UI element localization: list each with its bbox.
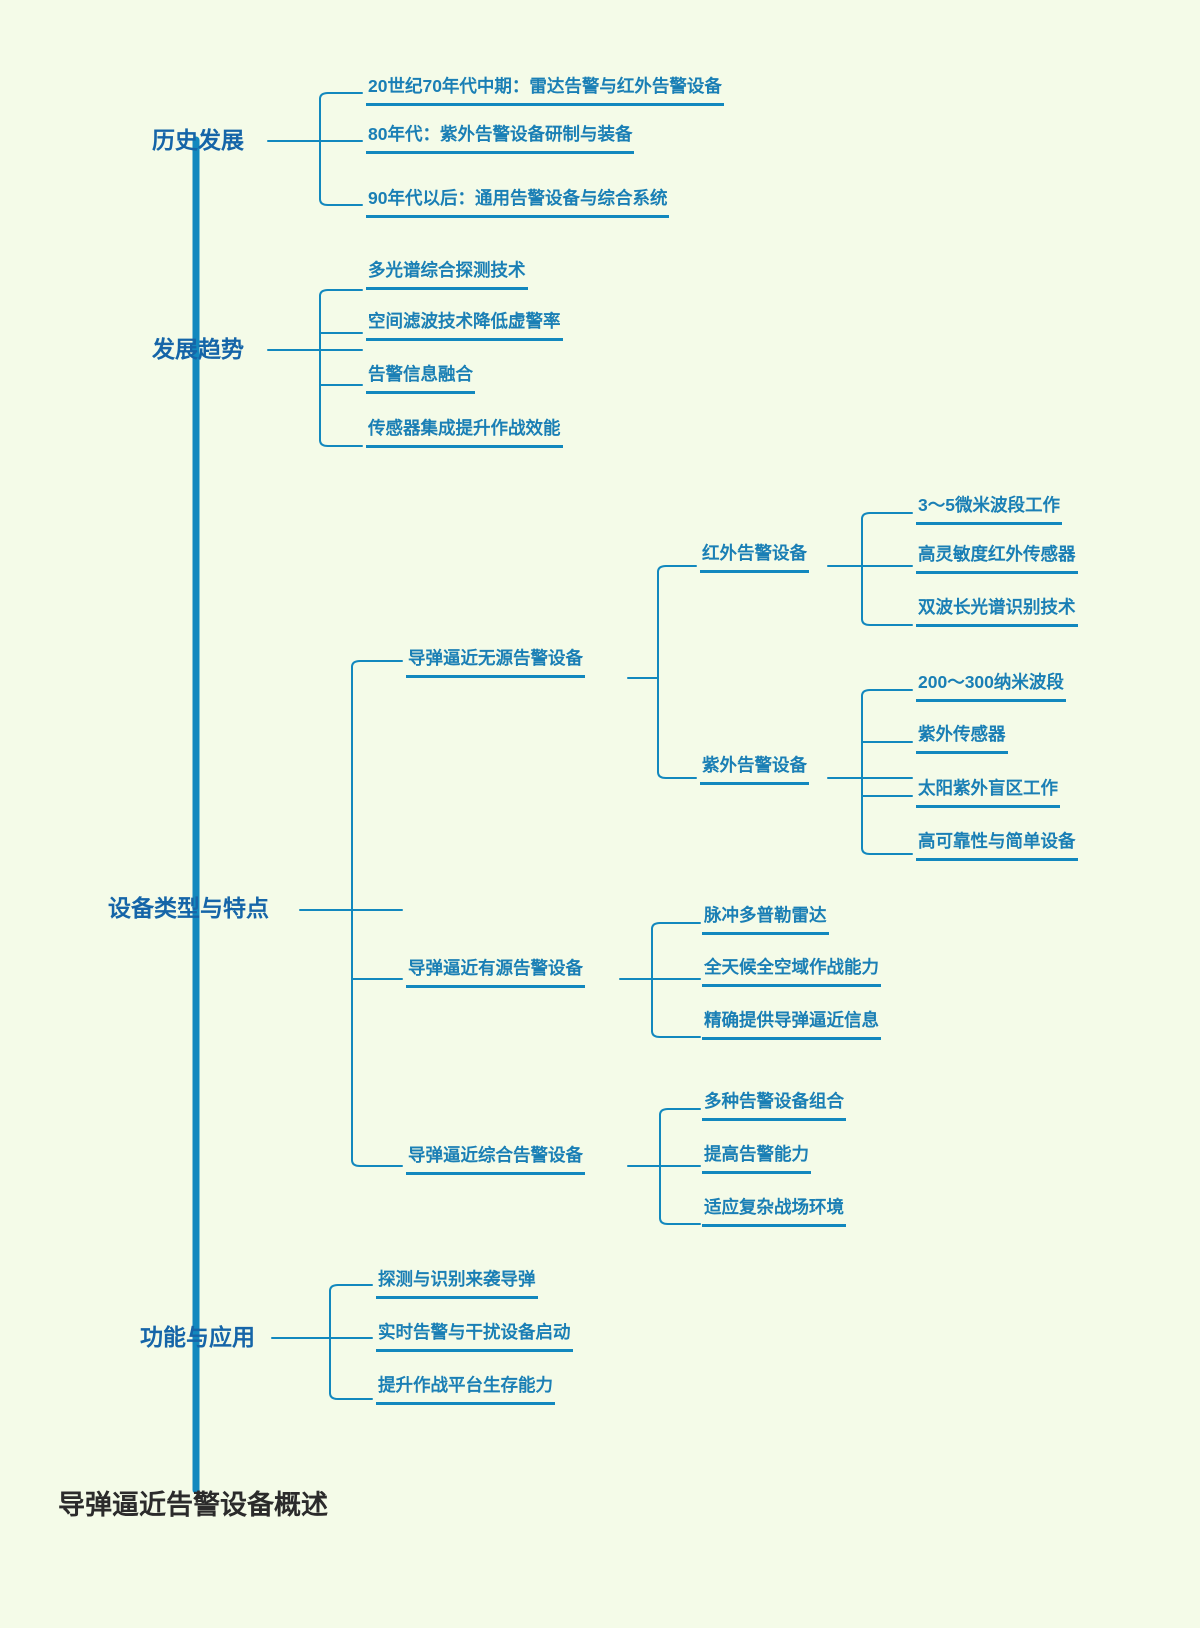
leaf-node[interactable]: 双波长光谱识别技术 — [916, 598, 1078, 627]
leaf-node[interactable]: 告警信息融合 — [366, 365, 475, 394]
subbranch-node-infrared[interactable]: 红外告警设备 — [700, 544, 809, 573]
leaf-node[interactable]: 传感器集成提升作战效能 — [366, 419, 563, 448]
leaf-node[interactable]: 全天候全空域作战能力 — [702, 958, 881, 987]
leaf-node[interactable]: 高灵敏度红外传感器 — [916, 545, 1078, 574]
subbranch-node-passive[interactable]: 导弹逼近无源告警设备 — [406, 649, 585, 678]
leaf-node[interactable]: 空间滤波技术降低虚警率 — [366, 312, 563, 341]
leaf-node[interactable]: 多种告警设备组合 — [702, 1092, 846, 1121]
branch-node-functions[interactable]: 功能与应用 — [140, 1324, 255, 1350]
root-node[interactable]: 导弹逼近告警设备概述 — [58, 1490, 328, 1520]
leaf-node[interactable]: 多光谱综合探测技术 — [366, 261, 528, 290]
subbranch-node-active[interactable]: 导弹逼近有源告警设备 — [406, 959, 585, 988]
branch-node-history[interactable]: 历史发展 — [152, 127, 244, 153]
subbranch-node-integrated[interactable]: 导弹逼近综合告警设备 — [406, 1146, 585, 1175]
leaf-node[interactable]: 精确提供导弹逼近信息 — [702, 1011, 881, 1040]
leaf-node[interactable]: 探测与识别来袭导弹 — [376, 1270, 538, 1299]
leaf-node[interactable]: 适应复杂战场环境 — [702, 1198, 846, 1227]
leaf-node[interactable]: 20世纪70年代中期：雷达告警与红外告警设备 — [366, 77, 724, 106]
branch-node-equipment-types[interactable]: 设备类型与特点 — [108, 895, 269, 921]
leaf-node[interactable]: 脉冲多普勒雷达 — [702, 906, 829, 935]
leaf-node[interactable]: 太阳紫外盲区工作 — [916, 779, 1060, 808]
branch-node-trends[interactable]: 发展趋势 — [152, 336, 244, 362]
leaf-node[interactable]: 高可靠性与简单设备 — [916, 832, 1078, 861]
leaf-node[interactable]: 80年代：紫外告警设备研制与装备 — [366, 125, 635, 154]
leaf-node[interactable]: 提高告警能力 — [702, 1145, 811, 1174]
leaf-node[interactable]: 提升作战平台生存能力 — [376, 1376, 555, 1405]
leaf-node[interactable]: 实时告警与干扰设备启动 — [376, 1323, 573, 1352]
leaf-node[interactable]: 紫外传感器 — [916, 725, 1008, 754]
leaf-node[interactable]: 3～5微米波段工作 — [916, 496, 1062, 525]
leaf-node[interactable]: 200～300纳米波段 — [916, 673, 1066, 702]
subbranch-node-ultraviolet[interactable]: 紫外告警设备 — [700, 756, 809, 785]
leaf-node[interactable]: 90年代以后：通用告警设备与综合系统 — [366, 189, 670, 218]
